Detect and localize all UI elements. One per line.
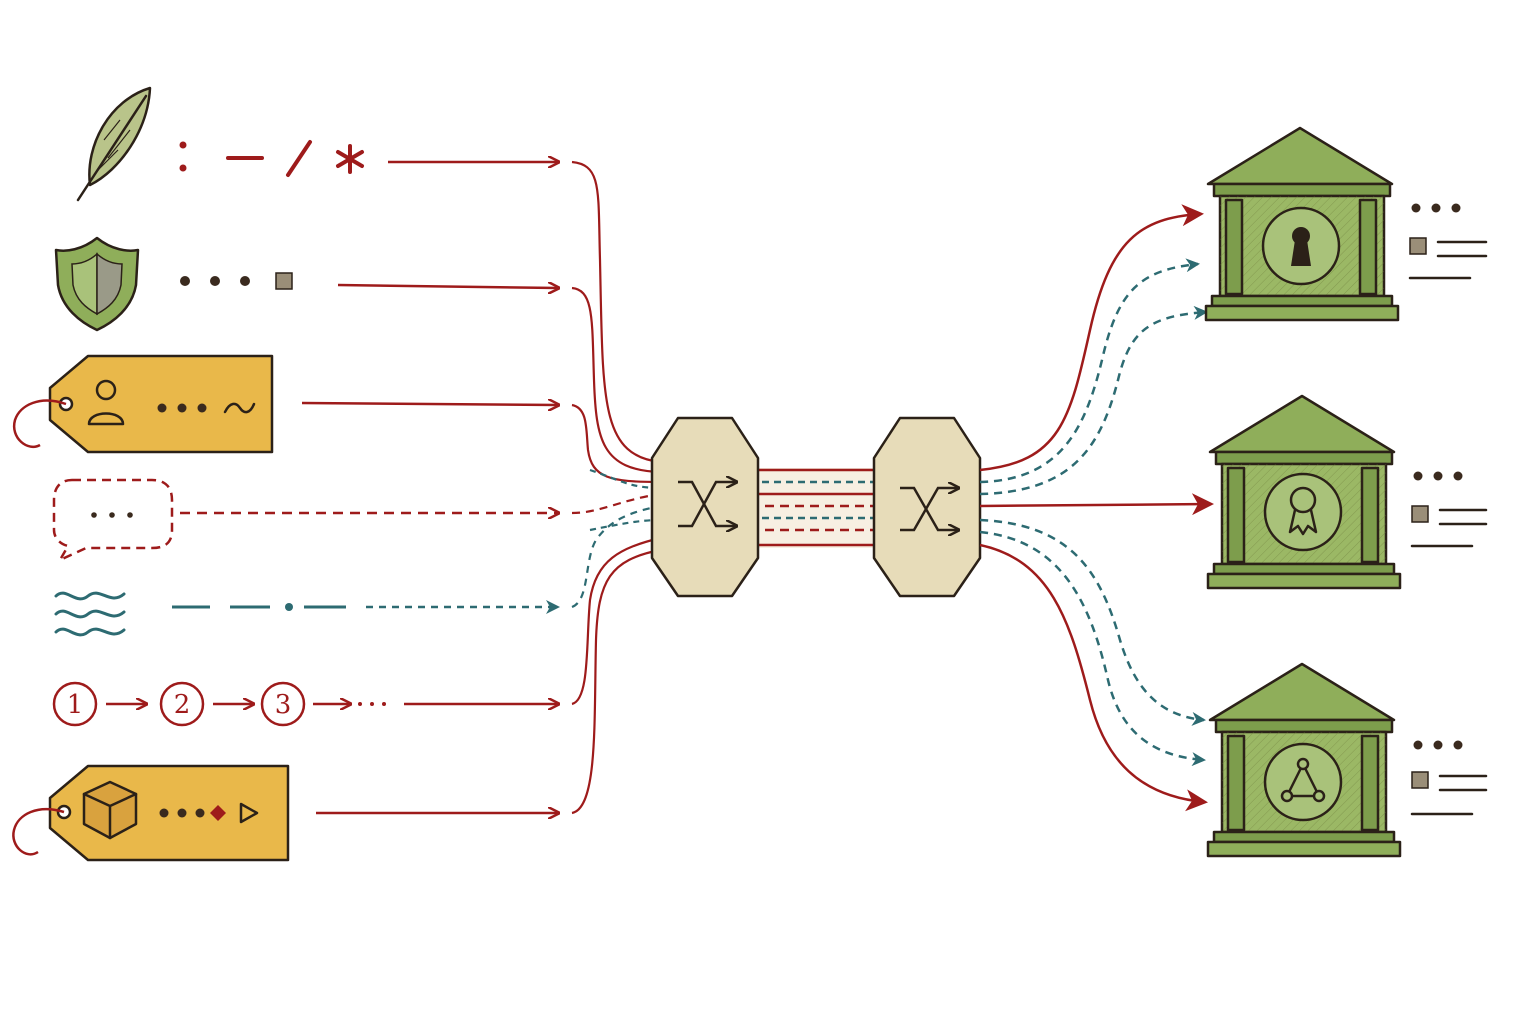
converging-bundle bbox=[571, 160, 661, 815]
numbered-sequence-icon: 1 2 3 bbox=[52, 681, 386, 727]
wave-icon bbox=[54, 591, 126, 637]
sequence-number-1: 1 bbox=[67, 690, 84, 720]
switch-node-1 bbox=[650, 416, 760, 598]
punctuation-marks bbox=[179, 140, 364, 177]
shuffle-icon bbox=[900, 488, 958, 530]
cube-tag-icon bbox=[12, 764, 290, 862]
building-info-3 bbox=[1410, 740, 1488, 816]
keyhole-bank-icon bbox=[1204, 126, 1400, 322]
network-bank-icon bbox=[1206, 662, 1402, 858]
building-info-1 bbox=[1408, 203, 1488, 280]
speech-bubble-icon bbox=[52, 478, 174, 563]
cube-tag-symbols bbox=[159, 802, 259, 824]
switch-node-2 bbox=[872, 416, 982, 598]
feather-icon bbox=[76, 86, 152, 202]
sequence-number-3: 3 bbox=[275, 690, 292, 720]
sequence-number-2: 2 bbox=[174, 690, 191, 720]
user-tag-dots bbox=[157, 402, 256, 414]
shield-icon bbox=[54, 236, 140, 332]
award-bank-icon bbox=[1206, 394, 1402, 590]
input-arrows bbox=[172, 162, 558, 813]
shield-dots bbox=[180, 272, 293, 290]
building-info-2 bbox=[1410, 471, 1488, 548]
middle-channel bbox=[750, 468, 882, 548]
shuffle-icon bbox=[678, 482, 736, 526]
output-routes bbox=[979, 204, 1214, 812]
